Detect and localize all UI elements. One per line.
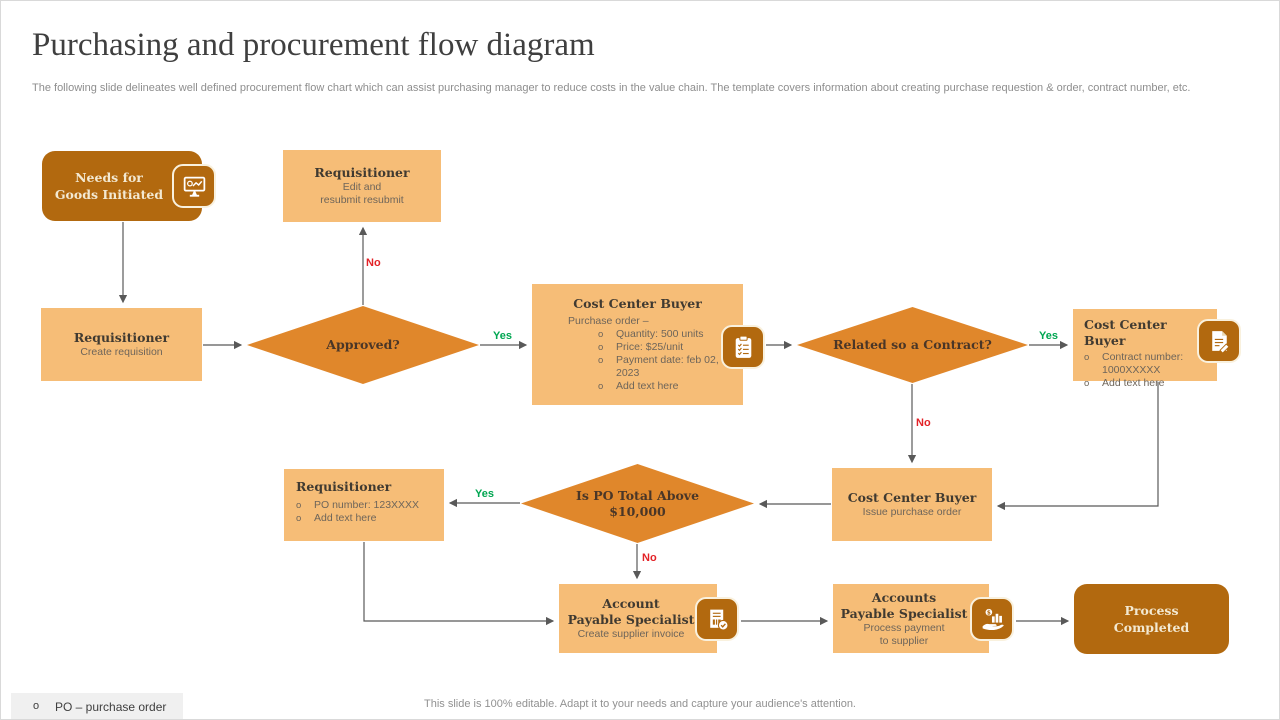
- node-requisitioner-edit-resubmit: Requisitioner Edit and resubmit resubmit: [283, 150, 441, 222]
- node-payment-line1: Accounts: [871, 589, 937, 605]
- node-needs-line1: Needs for: [75, 170, 143, 185]
- bullet-marker: o: [296, 513, 302, 524]
- list-item: o Quantity: 500 units: [598, 328, 737, 341]
- node-edit-line1: Edit and: [342, 181, 382, 193]
- list-item: o Contract number: 1000XXXXX: [1084, 351, 1207, 377]
- node-edit-title: Requisitioner: [314, 165, 410, 180]
- node-payment-sub2: to supplier: [879, 634, 929, 647]
- node-cost-center-buyer-issue-po: Cost Center Buyer Issue purchase order: [832, 468, 992, 541]
- bullet-marker: o: [598, 342, 604, 353]
- decision-po-total: Is PO Total Above $10,000: [521, 464, 754, 543]
- bullet-text: Payment date: feb 02, 2023: [616, 354, 719, 379]
- node-issue-po-sub: Issue purchase order: [862, 506, 962, 518]
- legend-text: PO – purchase order: [55, 699, 167, 714]
- decision-po-total-line1: Is PO Total Above: [575, 487, 700, 503]
- node-needs-goods-initiated: Needs for Goods Initiated: [42, 151, 216, 221]
- bullet-text: Add text here: [1102, 377, 1165, 389]
- node-edit-line2: resubmit resubmit: [320, 194, 404, 206]
- page-title: Purchasing and procurement flow diagram: [32, 27, 595, 63]
- page-subtitle: The following slide delineates well defi…: [32, 82, 1191, 94]
- monitor-chart-icon: [172, 164, 216, 208]
- list-item: o PO number: 123XXXX: [296, 499, 436, 512]
- bullet-marker: o: [598, 355, 604, 366]
- legend-po-abbreviation: o PO – purchase order: [11, 693, 183, 719]
- node-create-req-title: Requisitioner: [73, 330, 170, 345]
- bullet-text: Quantity: 500 units: [616, 328, 704, 340]
- footer-note: This slide is 100% editable. Adapt it to…: [424, 698, 856, 710]
- node-invoice-sub: Create supplier invoice: [577, 628, 685, 640]
- legend-bullet: o: [33, 700, 40, 712]
- node-process-completed: Process Completed: [1074, 584, 1229, 654]
- payment-hand-icon: $: [970, 597, 1014, 641]
- svg-text:$: $: [986, 610, 990, 616]
- node-po-number-title: Requisitioner: [296, 479, 392, 494]
- bullet-text: Contract number: 1000XXXXX: [1102, 351, 1184, 376]
- decision-po-total-label: Is PO Total Above $10,000: [521, 464, 754, 543]
- node-invoice-line1: Account: [602, 596, 660, 611]
- bullet-text: PO number: 123XXXX: [314, 499, 420, 511]
- list-item: o Add text here: [598, 380, 737, 393]
- edge-label-yes-approved: Yes: [493, 330, 512, 342]
- node-create-req-sub: Create requisition: [80, 346, 163, 358]
- decision-related-label: Related so a Contract?: [833, 337, 992, 352]
- node-cost-center-buyer-purchase-order: Cost Center Buyer Purchase order – o Qua…: [532, 284, 765, 405]
- node-account-payable-specialist: Account Payable Specialist Create suppli…: [559, 584, 739, 653]
- node-cost-center-buyer-contract: Cost Center Buyer o Contract number: 100…: [1073, 309, 1241, 389]
- decision-po-total-line2: $10,000: [609, 503, 666, 519]
- list-item: o Add text here: [296, 512, 436, 525]
- list-item: o Payment date: feb 02, 2023: [598, 354, 737, 380]
- node-payment-sub1: Process payment: [863, 621, 945, 634]
- decision-related-contract: Related so a Contract?: [797, 307, 1028, 383]
- edge-label-no-po-total: No: [642, 552, 657, 564]
- bullet-marker: o: [1084, 352, 1090, 363]
- list-item: o Price: $25/unit: [598, 341, 737, 354]
- node-po-title: Cost Center Buyer: [573, 296, 702, 311]
- document-pencil-icon: [1197, 319, 1241, 363]
- node-po-intro: Purchase order –: [568, 315, 649, 327]
- bullet-marker: o: [598, 329, 604, 340]
- bullet-marker: o: [296, 500, 302, 511]
- invoice-check-icon: [695, 597, 739, 641]
- node-contract-title: Cost Center Buyer: [1084, 317, 1167, 348]
- node-needs-line2: Goods Initiated: [54, 187, 164, 202]
- edge-label-yes-related: Yes: [1039, 330, 1058, 342]
- bullet-text: Add text here: [616, 380, 679, 392]
- decision-approved-label: Approved?: [326, 337, 400, 352]
- bullet-text: Add text here: [314, 512, 377, 524]
- node-invoice-line2: Payable Specialist: [567, 612, 695, 627]
- clipboard-check-icon: [721, 325, 765, 369]
- node-requisitioner-po-number: Requisitioner o PO number: 123XXXX o Add…: [284, 469, 444, 541]
- decision-approved: Approved?: [247, 306, 479, 384]
- node-completed-line1: Process: [1124, 603, 1179, 618]
- bullet-marker: o: [598, 381, 604, 392]
- node-requisitioner-create-requisition: Requisitioner Create requisition: [41, 308, 202, 381]
- edge-label-no-related: No: [916, 417, 931, 429]
- list-item: o Add text here: [1084, 377, 1207, 390]
- edge-label-yes-po-total: Yes: [475, 488, 494, 500]
- node-accounts-payable-specialist: Accounts Payable Specialist Process paym…: [833, 584, 1014, 653]
- node-completed-line2: Completed: [1113, 620, 1190, 635]
- node-po-bullet-list: o Quantity: 500 units o Price: $25/unit …: [532, 328, 743, 393]
- bullet-marker: o: [1084, 378, 1090, 389]
- edge-label-no-approved: No: [366, 257, 381, 269]
- node-payment-line2: Payable Specialist: [840, 605, 968, 621]
- node-issue-po-title: Cost Center Buyer: [847, 490, 977, 505]
- bullet-text: Price: $25/unit: [616, 341, 684, 353]
